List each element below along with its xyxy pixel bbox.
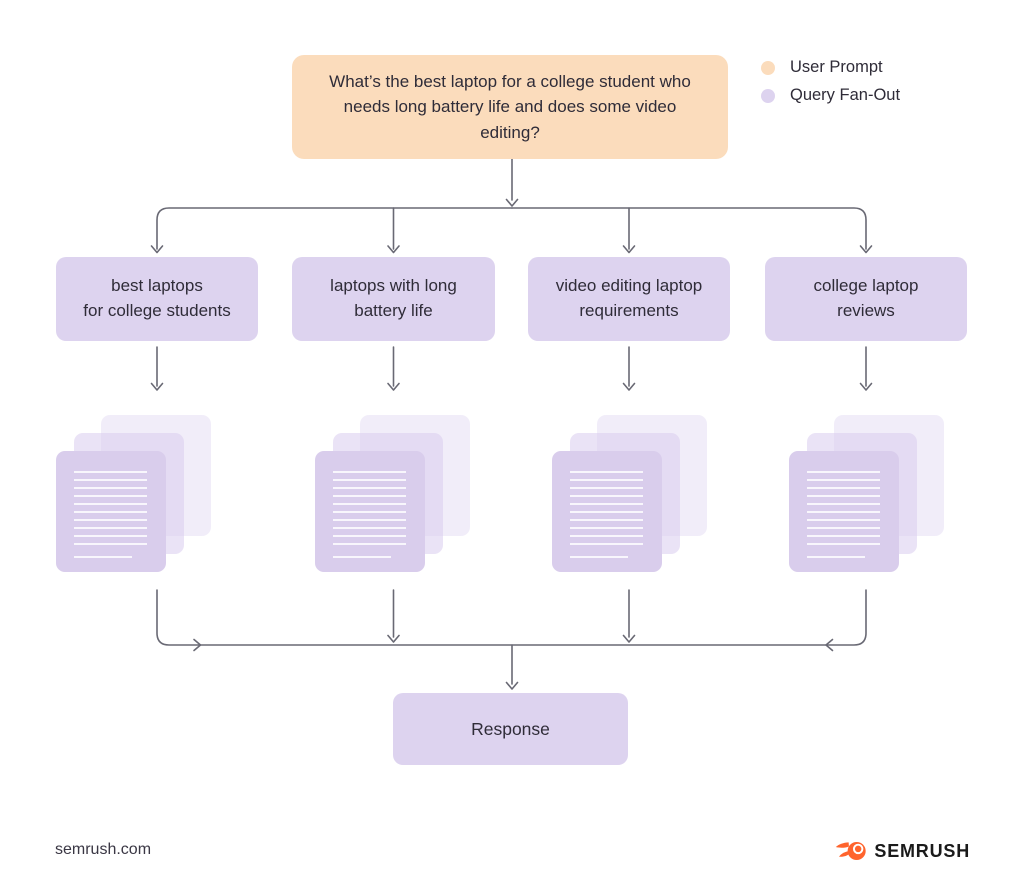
query-node-2: laptops with long battery life [292,257,495,341]
legend-label: Query Fan-Out [790,86,901,104]
document-text-lines [807,471,880,550]
arrowhead-bar-2 [387,634,400,643]
document-icon [315,451,425,572]
document-stack-3 [552,415,708,572]
document-stack-1 [56,415,212,572]
document-stack-2 [315,415,471,572]
semrush-wordmark: SEMRUSH [874,840,970,861]
legend-item-user-prompt: User Prompt [761,58,900,77]
document-icon [789,451,899,572]
semrush-logo: SEMRUSH [835,838,970,864]
connector-fan-left [156,207,513,250]
arrowhead-docs-1 [150,382,164,391]
semrush-flame-icon [836,841,867,861]
arrowhead-fan-1 [150,245,164,254]
query-node-1: best laptops for college students [56,257,258,341]
arrowhead-response [505,681,519,690]
document-text-lines [74,471,147,550]
connector-converge-bar [156,589,867,646]
response-node: Response [393,693,628,765]
arrowhead-docs-2 [387,382,400,391]
user-prompt-dot-icon [761,60,775,75]
document-text-lines [333,471,406,550]
arrowhead-fan-3 [622,245,636,254]
document-text-lines [333,556,391,558]
document-text-lines [570,471,643,550]
user-prompt-node: What’s the best laptop for a college stu… [292,55,728,159]
document-text-lines [807,556,865,558]
arrowhead-fan-4 [859,245,873,254]
arrowhead-docs-4 [859,382,873,391]
arrowhead-converge-left [825,638,834,652]
arrowhead-fan-2 [387,245,400,254]
document-text-lines [74,556,132,558]
arrowhead-prompt [505,198,519,207]
document-icon [56,451,166,572]
arrowhead-docs-3 [622,382,636,391]
connector-fan-right [511,207,867,250]
arrowhead-bar-3 [622,634,636,643]
document-icon [552,451,662,572]
query-fanout-dot-icon [761,88,775,103]
arrowhead-converge-right [193,638,202,652]
legend-label: User Prompt [790,58,883,76]
source-url: semrush.com [55,841,152,858]
legend: User Prompt Query Fan-Out [761,58,900,105]
query-node-3: video editing laptop requirements [528,257,730,341]
document-stack-4 [789,415,945,572]
legend-item-query-fanout: Query Fan-Out [761,86,900,105]
query-node-4: college laptop reviews [765,257,967,341]
document-text-lines [570,556,628,558]
